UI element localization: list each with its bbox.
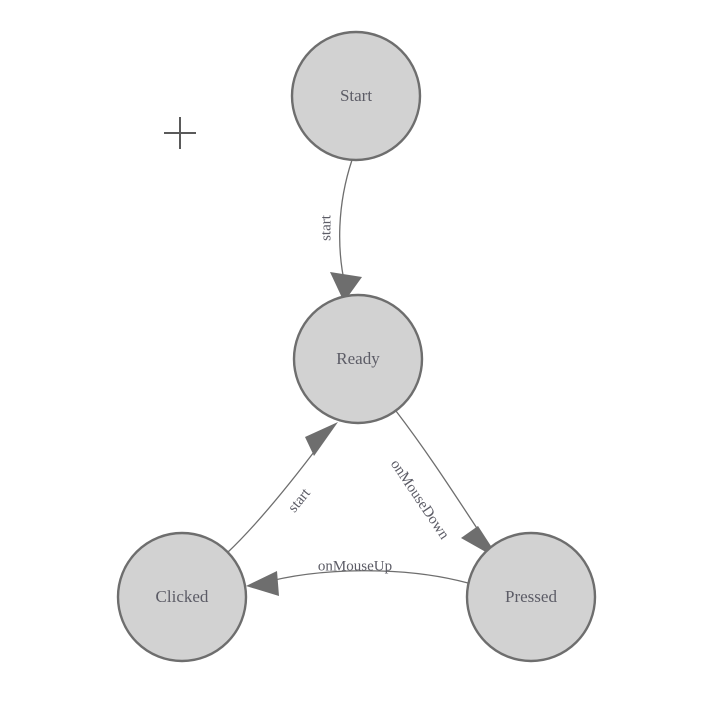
edge-clicked-to-ready[interactable]: start: [226, 422, 338, 554]
node-start[interactable]: Start: [290, 30, 422, 162]
edge-line: [339, 159, 353, 286]
arrowhead-icon: [246, 571, 279, 596]
edge-label-pressed-to-clicked: onMouseUp: [318, 558, 392, 574]
node-label: Start: [340, 86, 372, 105]
node-shape: [116, 531, 248, 663]
edge-label-start-to-ready: start: [318, 214, 334, 241]
node-label: Ready: [336, 349, 380, 368]
edge-line: [258, 570, 469, 585]
edge-ready-to-pressed[interactable]: onMouseDown: [387, 410, 500, 560]
node-shape: [465, 531, 597, 663]
node-pressed[interactable]: Pressed: [465, 531, 597, 663]
crosshair-icon[interactable]: [164, 117, 196, 149]
arrowhead-icon: [305, 422, 338, 456]
node-ready[interactable]: Ready: [292, 293, 424, 425]
edge-start-to-ready[interactable]: start: [318, 159, 362, 302]
node-shape: [292, 293, 424, 425]
edge-pressed-to-clicked[interactable]: onMouseUp: [246, 558, 469, 596]
node-label: Clicked: [156, 587, 209, 606]
edge-label-ready-to-pressed: onMouseDown: [387, 457, 452, 543]
edge-label-clicked-to-ready: start: [285, 485, 314, 516]
node-label: Pressed: [505, 587, 557, 606]
node-shape: [290, 30, 422, 162]
arrowhead-icon: [330, 272, 362, 302]
node-clicked[interactable]: Clicked: [116, 531, 248, 663]
